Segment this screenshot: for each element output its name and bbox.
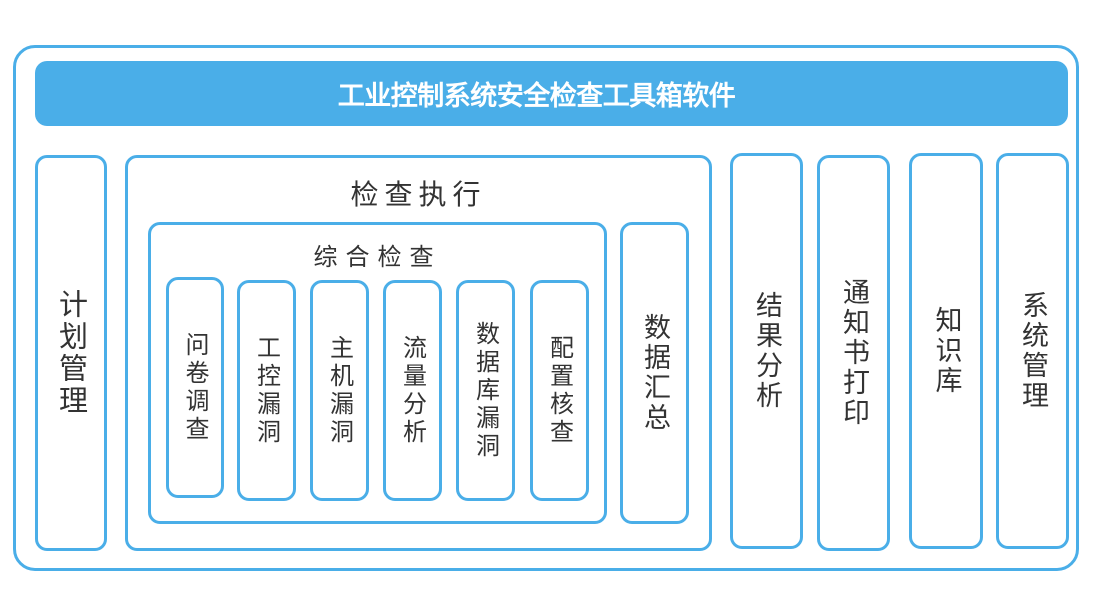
questionnaire-survey-label: 问卷调查 [181, 331, 209, 444]
diagram-title: 工业控制系统安全检查工具箱软件 [337, 81, 736, 112]
result-analysis-label: 结果分析 [751, 291, 782, 411]
host-vulnerability-box: 主机漏洞 [310, 280, 369, 501]
title-banner: 工业控制系统安全检查工具箱软件 [35, 61, 1068, 126]
system-management-label: 系统管理 [1017, 291, 1048, 411]
plan-management-label: 计划管理 [54, 289, 89, 417]
data-summary-label: 数据汇总 [639, 313, 670, 433]
database-vulnerability-box: 数据库漏洞 [456, 280, 515, 501]
comprehensive-check-label: 综合检查 [313, 243, 442, 271]
inspection-execution-label: 检查执行 [350, 178, 487, 211]
knowledge-base-box: 知识库 [909, 153, 983, 549]
traffic-analysis-label: 流量分析 [398, 334, 427, 447]
config-check-box: 配置核查 [530, 280, 589, 501]
plan-management-box: 计划管理 [35, 155, 107, 551]
data-summary-box: 数据汇总 [620, 222, 689, 524]
diagram-frame [13, 45, 1079, 571]
system-management-box: 系统管理 [996, 153, 1069, 549]
questionnaire-survey-box: 问卷调查 [166, 277, 224, 498]
knowledge-base-label: 知识库 [930, 306, 962, 396]
ics-vulnerability-box: 工控漏洞 [237, 280, 296, 501]
ics-vulnerability-label: 工控漏洞 [252, 334, 281, 447]
result-analysis-box: 结果分析 [730, 153, 803, 549]
database-vulnerability-label: 数据库漏洞 [471, 320, 500, 461]
notice-print-label: 通知书打印 [838, 278, 869, 428]
config-check-label: 配置核查 [545, 334, 574, 447]
traffic-analysis-box: 流量分析 [383, 280, 442, 501]
host-vulnerability-label: 主机漏洞 [325, 334, 354, 447]
notice-print-box: 通知书打印 [817, 155, 890, 551]
